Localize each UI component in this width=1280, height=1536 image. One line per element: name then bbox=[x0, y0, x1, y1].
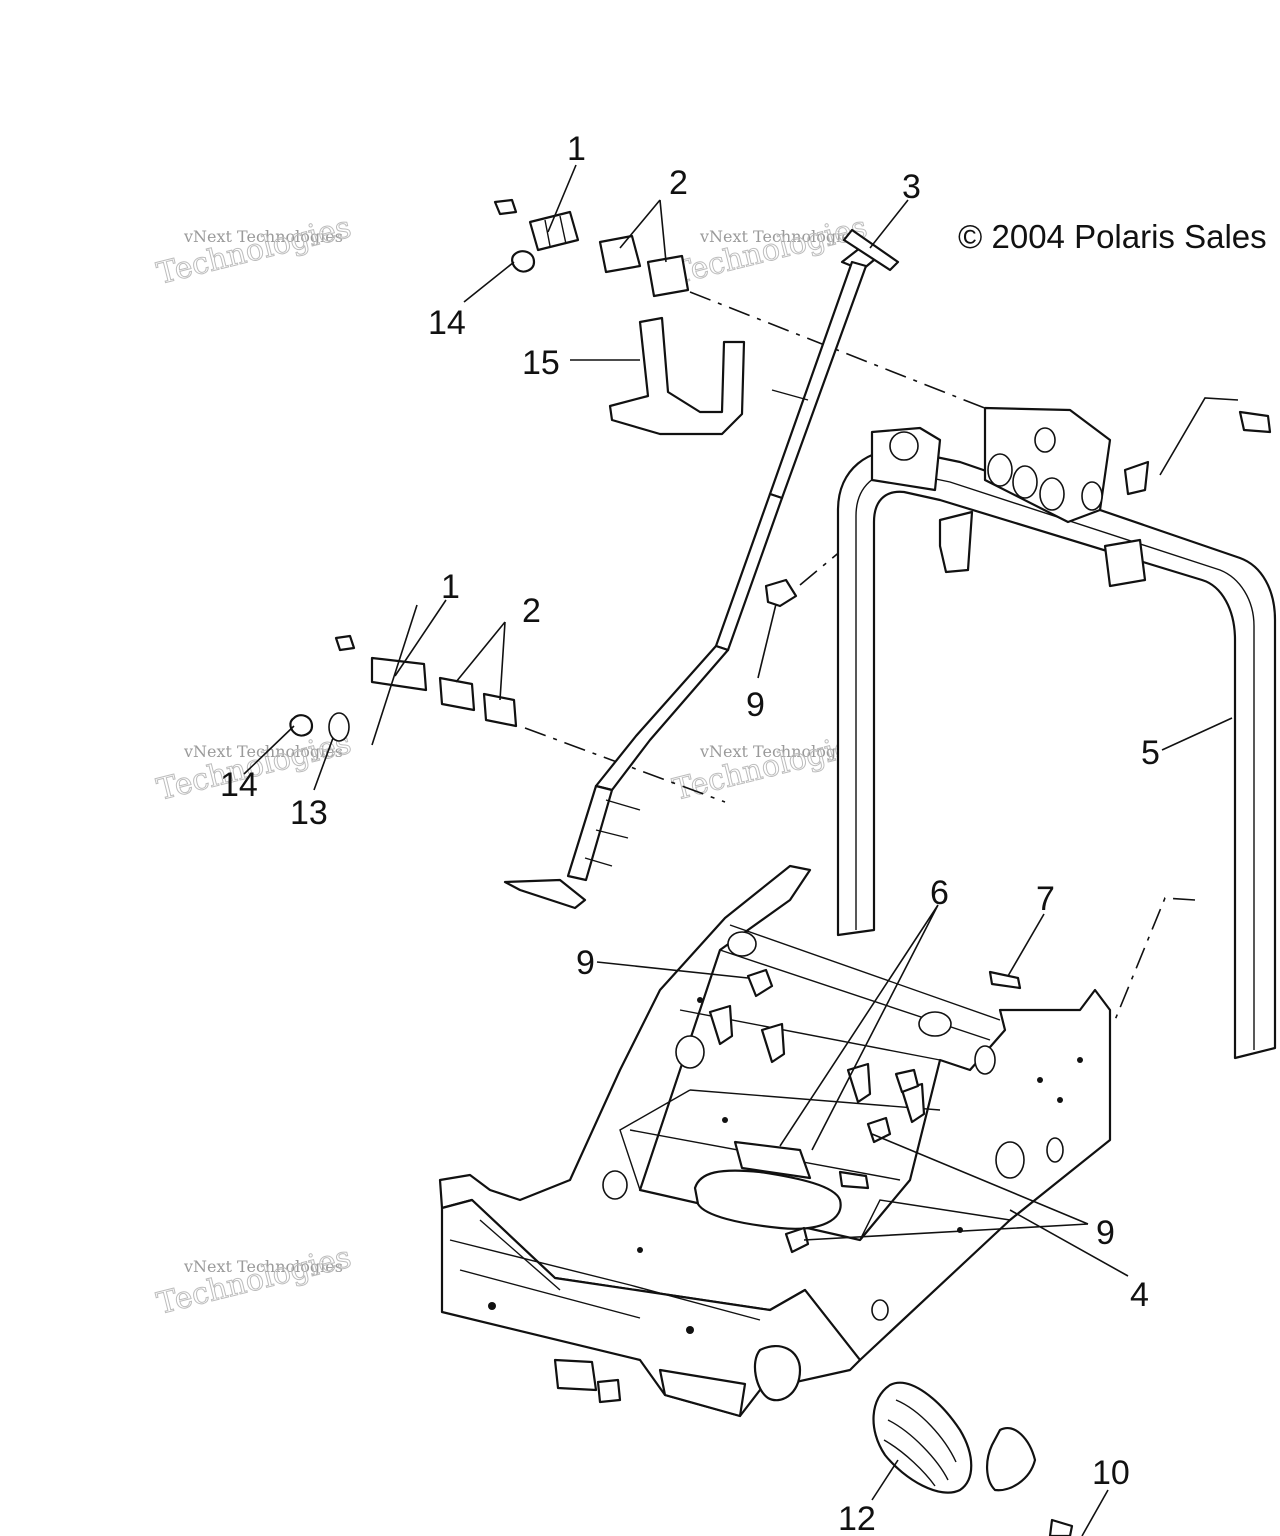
callout-10: 10 bbox=[1092, 1454, 1130, 1492]
steering-bracket bbox=[608, 316, 746, 436]
callout-4: 4 bbox=[1130, 1276, 1149, 1314]
steering-post bbox=[503, 228, 900, 910]
callout-1-lower: 1 bbox=[441, 568, 460, 606]
upper-clamp-parts bbox=[493, 198, 690, 298]
guide-clips bbox=[708, 968, 1022, 1254]
assembly-line-rear bbox=[1114, 897, 1196, 1021]
svg-text:vNext Technologies: vNext Technologies bbox=[183, 742, 343, 761]
callout-3: 3 bbox=[902, 168, 921, 206]
callout-15: 15 bbox=[522, 344, 560, 382]
callout-7: 7 bbox=[1036, 880, 1055, 918]
mount-clip-upper bbox=[764, 578, 798, 608]
callout-14-upper: 14 bbox=[428, 304, 466, 342]
copyright-text: © 2004 Polaris Sales bbox=[958, 218, 1267, 255]
assembly-line-lower bbox=[524, 727, 726, 803]
callout-14-lower: 14 bbox=[220, 766, 258, 804]
svg-text:vNext Technologies: vNext Technologies bbox=[183, 1257, 343, 1276]
svg-text:Technologies: Technologies bbox=[153, 1240, 354, 1322]
assembly-line-clip bbox=[799, 534, 861, 586]
lower-clamp-parts bbox=[289, 634, 518, 742]
svg-text:vNext Technologies: vNext Technologies bbox=[183, 227, 343, 246]
watermark-top-left: vNext Technologies Technologies bbox=[153, 209, 355, 292]
svg-text:Technologies: Technologies bbox=[153, 210, 354, 292]
svg-text:vNext Technologies: vNext Technologies bbox=[699, 742, 859, 761]
bottom-parts bbox=[872, 1381, 1074, 1536]
svg-text:Technologies: Technologies bbox=[669, 210, 870, 292]
callout-labels: 1 2 3 14 15 1 2 9 5 14 13 6 7 9 9 4 10 1… bbox=[220, 130, 1160, 1536]
assembly-line-upper bbox=[689, 291, 1011, 419]
upper-frame bbox=[836, 406, 1277, 1060]
callout-2-upper: 2 bbox=[669, 164, 688, 202]
callout-2-lower: 2 bbox=[522, 592, 541, 630]
svg-text:vNext Technologies: vNext Technologies bbox=[699, 227, 859, 246]
callout-5: 5 bbox=[1141, 734, 1160, 772]
callout-13: 13 bbox=[290, 794, 328, 832]
leader-lines bbox=[243, 164, 1239, 1536]
callout-12: 12 bbox=[838, 1500, 876, 1536]
main-chassis bbox=[438, 864, 1112, 1418]
watermark-top-center: vNext Technologies Technologies bbox=[669, 209, 871, 292]
callout-6: 6 bbox=[930, 874, 949, 912]
callout-9-frame: 9 bbox=[746, 686, 765, 724]
callout-9-left: 9 bbox=[576, 944, 595, 982]
callout-9-right: 9 bbox=[1096, 1214, 1115, 1252]
watermark-bottom-left: vNext Technologies Technologies bbox=[153, 1239, 355, 1322]
callout-1-upper: 1 bbox=[567, 130, 586, 168]
